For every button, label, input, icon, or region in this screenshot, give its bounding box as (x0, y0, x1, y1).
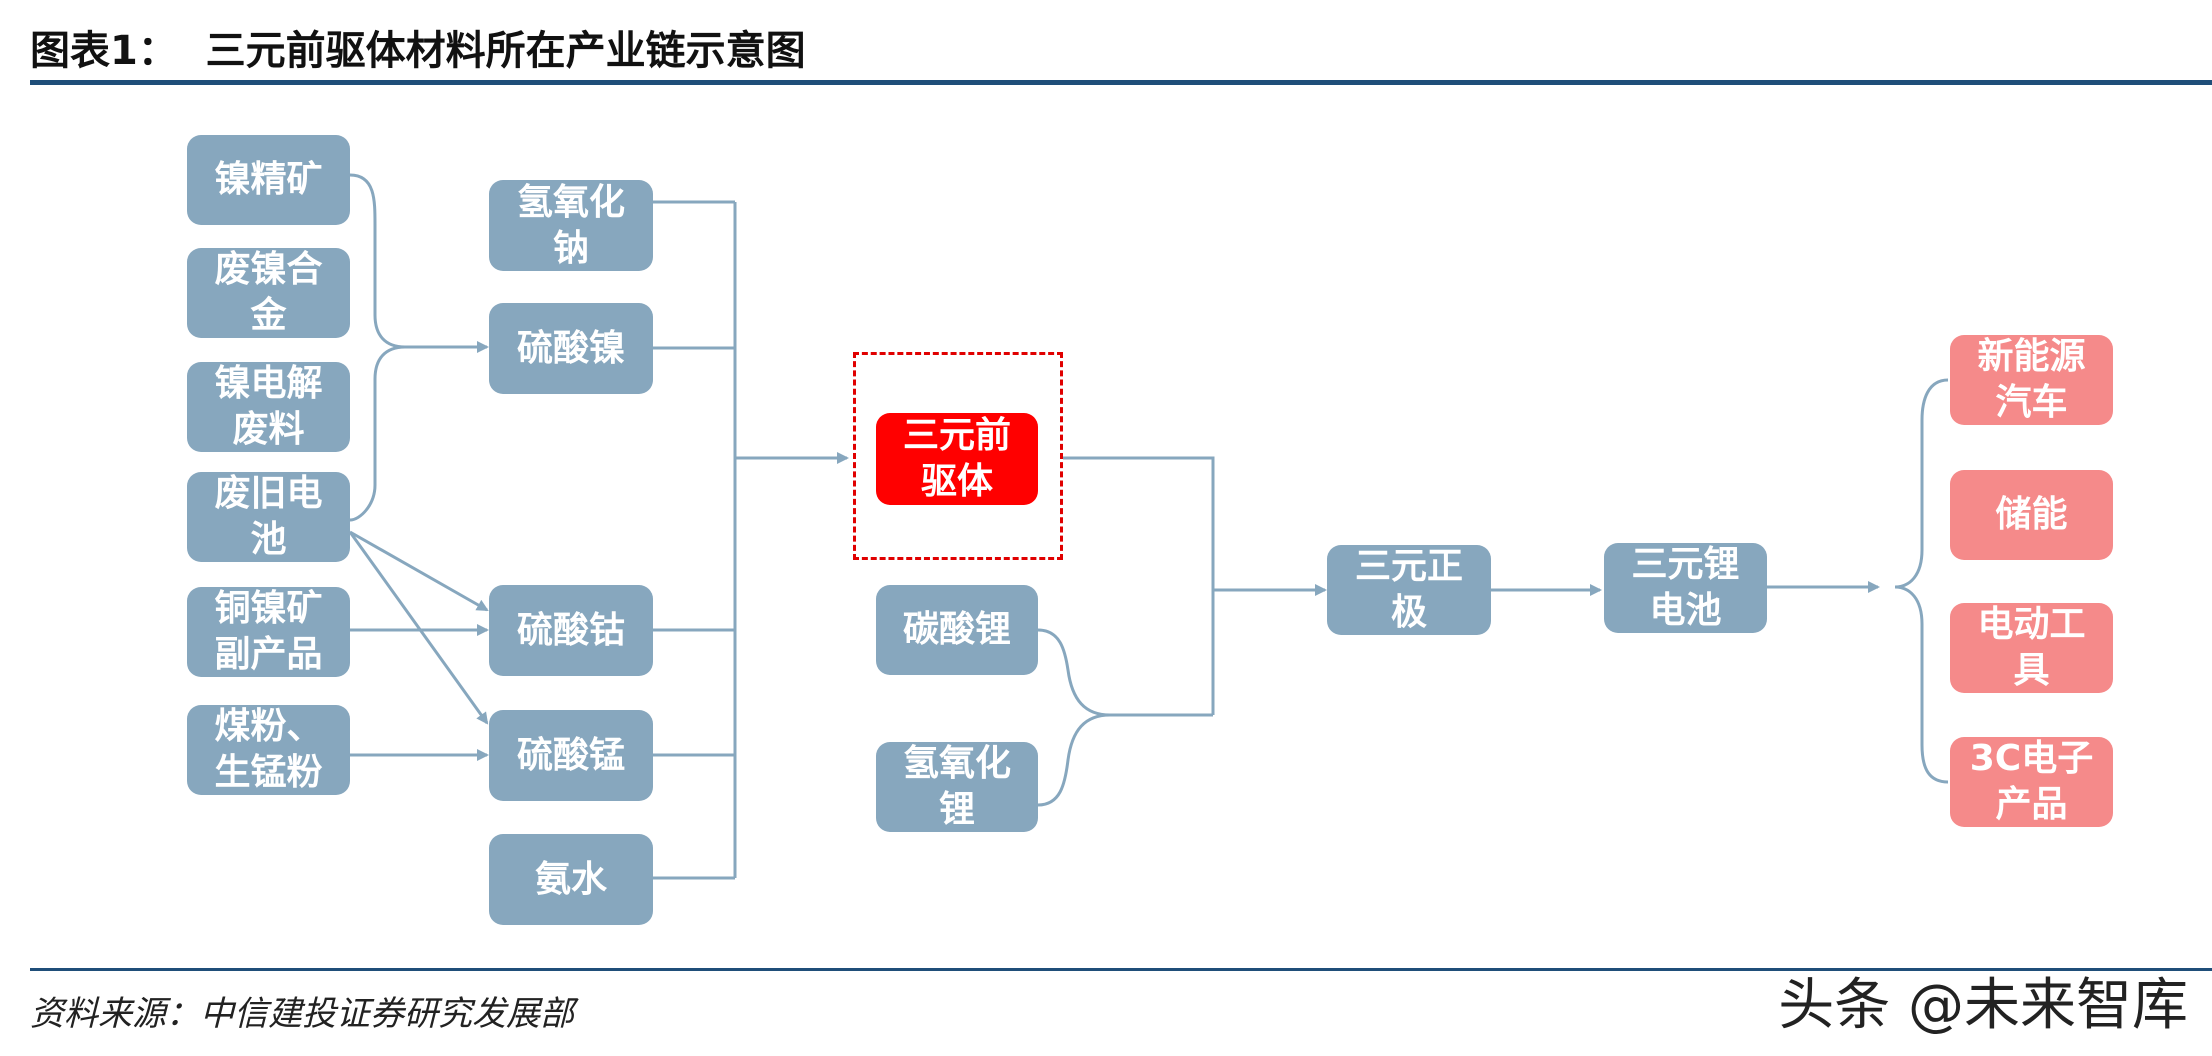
node-lithium-carbonate: 碳酸锂 (876, 585, 1038, 675)
node-coal-manganese-powder: 煤粉、 生锰粉 (187, 705, 350, 795)
node-lithium-hydroxide: 氢氧化 锂 (876, 742, 1038, 832)
arrow-battery-to-manganese (348, 531, 489, 725)
node-ternary-cathode: 三元正 极 (1327, 545, 1491, 635)
node-energy-storage: 储能 (1950, 470, 2113, 560)
brace-lithium-sources (1037, 628, 1111, 807)
node-sodium-hydroxide: 氢氧化 钠 (489, 180, 653, 271)
arrow-battery-to-cobalt (349, 530, 489, 612)
node-ammonia-water: 氨水 (489, 834, 653, 925)
node-new-energy-vehicles: 新能源 汽车 (1950, 335, 2113, 425)
node-manganese-sulfate: 硫酸锰 (489, 710, 653, 801)
brace-nickel-sources (349, 173, 406, 522)
node-power-tools: 电动工 具 (1950, 603, 2113, 693)
line-precursor-down (1063, 456, 1215, 715)
node-spent-batteries: 废旧电 池 (187, 472, 350, 562)
footer-divider (30, 968, 2212, 971)
brace-applications (1894, 378, 1949, 784)
node-ternary-precursor: 三元前 驱体 (876, 413, 1038, 505)
node-nickel-sulfate: 硫酸镍 (489, 303, 653, 394)
node-3c-electronics: 3C电子 产品 (1950, 737, 2113, 827)
page-title: 图表1： 三元前驱体材料所在产业链示意图 (30, 28, 806, 74)
node-nickel-electrolysis-waste: 镍电解 废料 (187, 362, 350, 452)
node-ternary-lithium-battery: 三元锂 电池 (1604, 543, 1767, 633)
precursor-highlight-frame (853, 352, 1063, 560)
node-cobalt-sulfate: 硫酸钴 (489, 585, 653, 676)
header-divider (30, 80, 2212, 85)
node-copper-nickel-byproduct: 铜镍矿 副产品 (187, 587, 350, 677)
watermark: 头条 @未来智库 (1778, 973, 2188, 1038)
node-scrap-nickel-alloy: 废镍合 金 (187, 248, 350, 338)
node-nickel-concentrate: 镍精矿 (187, 135, 350, 225)
source-note: 资料来源：中信建投证券研究发展部 (30, 994, 574, 1034)
